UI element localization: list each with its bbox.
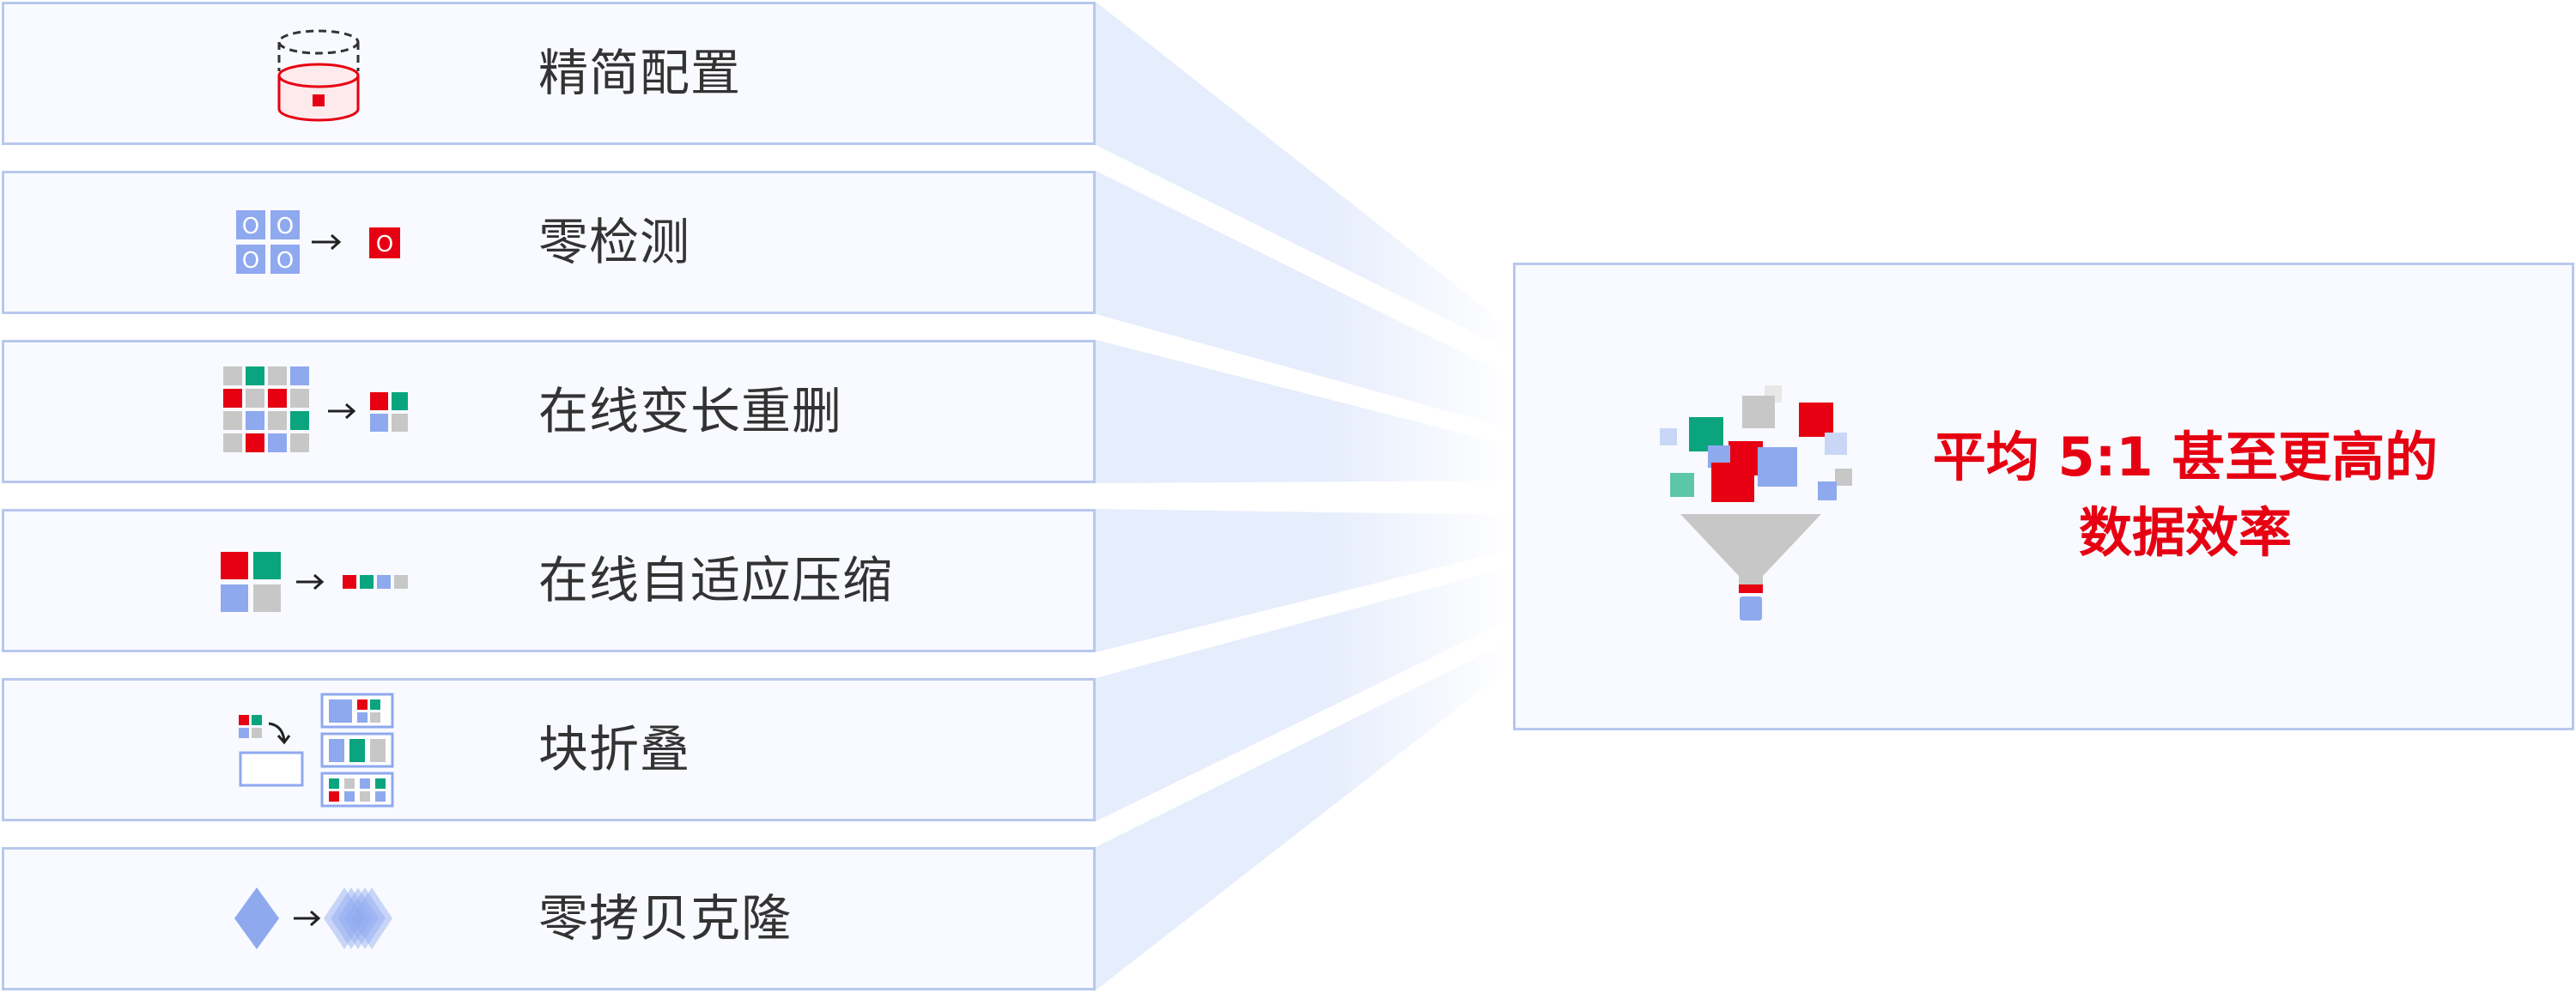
- dedup-block: [268, 389, 287, 408]
- dedup-block: [246, 389, 264, 408]
- feature-label: 零拷贝克隆: [538, 889, 793, 948]
- dedup-block: [223, 433, 242, 452]
- feature-label: 在线变长重删: [538, 382, 843, 440]
- svg-text:O: O: [242, 248, 259, 274]
- database-cylinder-icon: [277, 29, 360, 122]
- funnel-icon: [1660, 385, 1852, 621]
- feature-row-zero-copy-clone: 零拷贝克隆: [2, 847, 1096, 990]
- feature-row-block-folding: 块折叠: [2, 678, 1096, 821]
- feature-row-zero-detection: O O O O O 零检测: [2, 171, 1096, 314]
- dedup-block: [268, 433, 287, 452]
- svg-text:O: O: [276, 214, 294, 239]
- dedup-block: [290, 433, 309, 452]
- beam-4: [1096, 509, 1513, 652]
- dedup-block: [223, 389, 242, 408]
- dedup-blocks-icon: [223, 366, 408, 452]
- beam-6: [1096, 639, 1513, 990]
- dedup-block: [290, 411, 309, 430]
- svg-text:O: O: [276, 248, 294, 274]
- dedup-block: [223, 366, 242, 385]
- result-line-2: 数据效率: [2078, 501, 2292, 564]
- dedup-block: [246, 366, 264, 385]
- feature-label: 块折叠: [538, 720, 691, 778]
- beam-3: [1096, 340, 1513, 483]
- svg-text:O: O: [376, 232, 393, 257]
- dedup-block: [223, 411, 242, 430]
- dedup-block: [268, 366, 287, 385]
- dedup-block: [290, 389, 309, 408]
- feature-label: 零检测: [538, 213, 691, 271]
- result-box: 平均 5:1 甚至更高的 数据效率: [1513, 263, 2574, 730]
- svg-text:O: O: [242, 214, 259, 239]
- dedup-block: [268, 411, 287, 430]
- beam-2: [1096, 171, 1513, 429]
- feature-row-inline-dedup: 在线变长重删: [2, 340, 1096, 483]
- compression-blocks-icon: [221, 552, 408, 612]
- feature-label: 在线自适应压缩: [538, 551, 894, 609]
- dedup-block: [246, 411, 264, 430]
- result-text: 平均 5:1 甚至更高的 数据效率: [1928, 420, 2443, 571]
- zero-detection-icon: O O O O O: [236, 210, 400, 274]
- beam-1: [1096, 2, 1513, 352]
- dedup-block: [290, 366, 309, 385]
- feature-label: 精简配置: [538, 44, 742, 102]
- block-folding-icon: [239, 693, 394, 808]
- feature-row-inline-compression: 在线自适应压缩: [2, 509, 1096, 652]
- diamond-clone-icon: [234, 887, 392, 949]
- dedup-block: [246, 433, 264, 452]
- beam-5: [1096, 566, 1513, 821]
- result-line-1: 平均 5:1 甚至更高的: [1932, 426, 2439, 488]
- feature-row-thin-provisioning: 精简配置: [2, 2, 1096, 145]
